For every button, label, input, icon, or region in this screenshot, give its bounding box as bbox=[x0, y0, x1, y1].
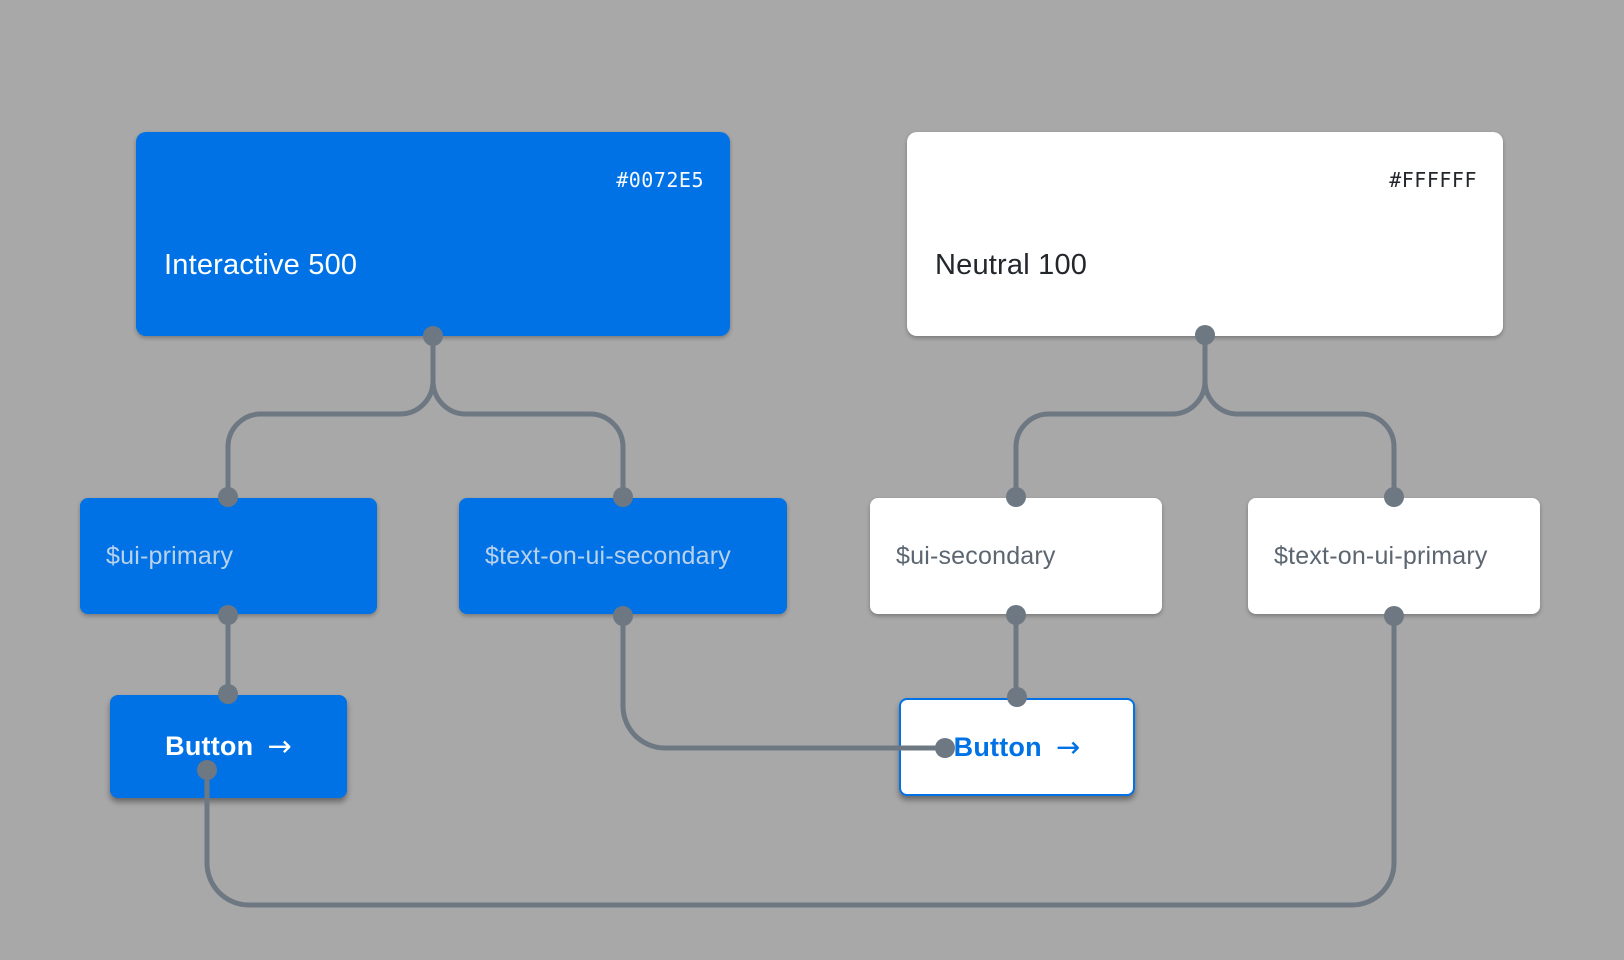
primary-button[interactable]: Button → bbox=[110, 695, 347, 798]
secondary-button[interactable]: Button → bbox=[899, 698, 1135, 796]
arrow-right-icon: → bbox=[1055, 729, 1081, 764]
card-interactive-500: #0072E5 Interactive 500 bbox=[136, 132, 730, 336]
token-label: $text-on-ui-secondary bbox=[485, 541, 731, 570]
token-label: $ui-secondary bbox=[896, 541, 1056, 570]
token-node-text-on-ui-secondary: $text-on-ui-secondary bbox=[459, 498, 787, 614]
token-node-ui-secondary: $ui-secondary bbox=[870, 498, 1162, 614]
arrow-right-icon: → bbox=[267, 729, 292, 763]
edge-text-on-ui-primary-to-primary-button-text bbox=[204, 616, 1397, 908]
token-node-ui-primary: $ui-primary bbox=[80, 498, 377, 614]
edge-neutral-to-ui-secondary bbox=[1013, 335, 1208, 497]
primary-button-label: Button bbox=[165, 731, 254, 761]
edge-text-on-ui-secondary-to-secondary-button-text bbox=[620, 616, 945, 751]
edge-interactive-to-text-on-ui-secondary bbox=[430, 336, 626, 497]
card-title: Interactive 500 bbox=[164, 249, 358, 281]
hex-value: #FFFFFF bbox=[1389, 168, 1477, 192]
secondary-button-label: Button bbox=[953, 731, 1042, 762]
edge-interactive-to-ui-primary bbox=[225, 336, 436, 497]
hex-value: #0072E5 bbox=[616, 168, 704, 192]
token-node-text-on-ui-primary: $text-on-ui-primary bbox=[1248, 498, 1540, 614]
card-title: Neutral 100 bbox=[935, 249, 1088, 281]
token-label: $ui-primary bbox=[106, 541, 234, 570]
card-neutral-100: #FFFFFF Neutral 100 bbox=[907, 132, 1503, 336]
token-label: $text-on-ui-primary bbox=[1274, 541, 1488, 570]
edge-neutral-to-text-on-ui-primary bbox=[1202, 335, 1397, 497]
